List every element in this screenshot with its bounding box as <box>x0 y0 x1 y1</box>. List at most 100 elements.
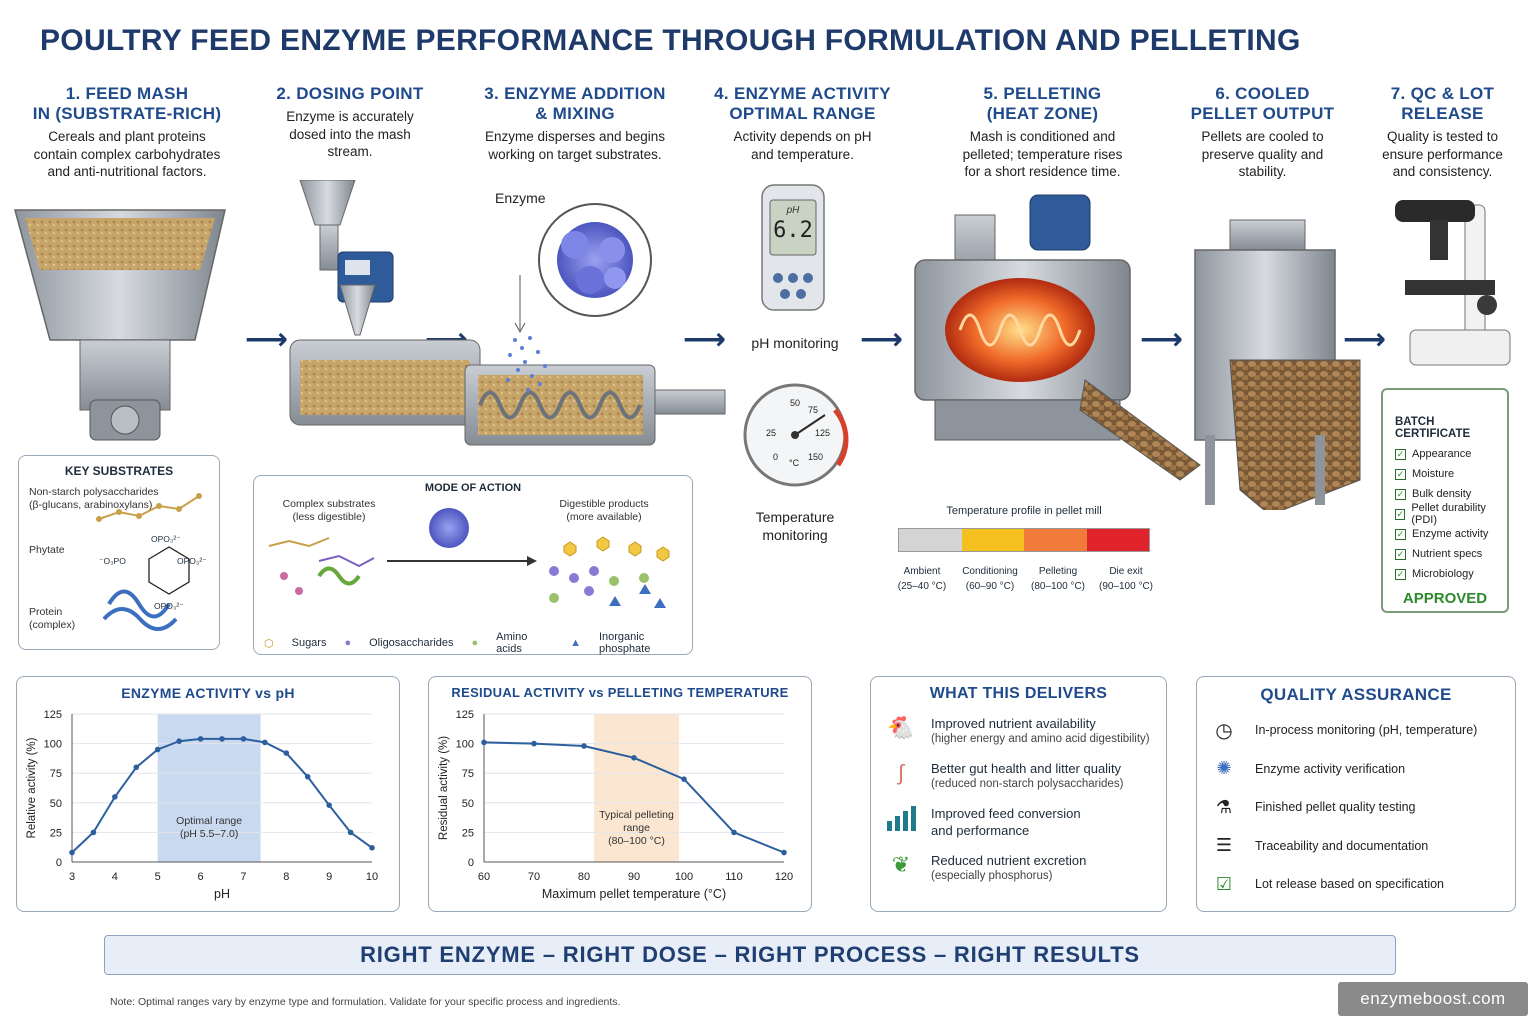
delivers-item: 🐔 Improved nutrient availability(higher … <box>883 715 1166 747</box>
band-label: Typical pelleting <box>599 809 674 821</box>
key-substrates-panel: KEY SUBSTRATES Non-starch polysaccharide… <box>18 455 220 650</box>
optimal-range-band <box>594 714 679 862</box>
pellet-cooler <box>1194 219 1361 510</box>
footnote: Note: Optimal ranges vary by enzyme type… <box>110 996 621 1008</box>
legend-label: Sugars <box>291 637 327 649</box>
qa-item: ◷In-process monitoring (pH, temperature) <box>1211 711 1515 750</box>
certificate-item-label: Microbiology <box>1412 568 1474 580</box>
checkbox-icon: ✓ <box>1395 528 1406 540</box>
clock-icon: ◷ <box>1215 719 1233 742</box>
delivers-main: Improved nutrient availability <box>931 716 1096 731</box>
certificate-item: ✓Bulk density <box>1395 484 1507 504</box>
x-tick-label: 5 <box>155 871 161 883</box>
data-point <box>781 849 787 856</box>
ph-screen-label: pH <box>786 205 800 216</box>
y-tick-label: 50 <box>50 798 62 810</box>
data-point <box>369 844 375 851</box>
legend-label: Oligosaccharides <box>369 637 454 649</box>
moa-title: MODE OF ACTION <box>424 482 522 494</box>
certificate-item-label: Enzyme activity <box>1412 528 1489 540</box>
data-point <box>219 736 225 742</box>
flow-arrow-1: ⟶ <box>245 323 289 356</box>
ph-reading: 6.2 <box>773 218 813 243</box>
x-tick-label: 6 <box>198 871 204 883</box>
hopper-illustration <box>14 209 226 441</box>
legend-label: Inorganic phosphate <box>598 631 651 655</box>
qa-item: ✺ Enzyme activity verification <box>1211 750 1515 789</box>
ph-caption: pH monitoring <box>751 335 839 351</box>
step-3: 3. ENZYME ADDITION& MIXING Enzyme disper… <box>460 84 690 163</box>
x-tick-label: 9 <box>326 871 332 883</box>
x-tick-label: 3 <box>69 871 75 883</box>
oligosaccharide-icon: ● <box>344 637 352 649</box>
delivers-main: Better gut health and litter quality <box>931 761 1122 776</box>
nsp-label: Non-starch polysaccharides(β-glucans, ar… <box>29 486 159 511</box>
temp-zone-label: Pelleting(80–100 °C) <box>1030 566 1086 592</box>
checkbox-icon: ✓ <box>1395 488 1406 500</box>
delivers-title: WHAT THIS DELIVERS <box>929 685 1108 702</box>
sugar-icon: ⬡ <box>264 637 274 650</box>
chart-temp-panel: RESIDUAL ACTIVITY vs PELLETING TEMPERATU… <box>428 676 812 912</box>
x-tick-label: 90 <box>628 871 640 883</box>
x-tick-label: 100 <box>675 871 693 883</box>
delivers-sub: (reduced non-starch polysaccharides) <box>931 778 1124 790</box>
y-tick-label: 50 <box>462 798 474 810</box>
qa-label: Enzyme activity verification <box>1255 761 1406 776</box>
data-point <box>681 776 687 782</box>
y-tick-label: 100 <box>456 739 474 751</box>
x-axis-label: Maximum pellet temperature (°C) <box>542 887 726 901</box>
y-tick-label: 125 <box>44 709 62 721</box>
flow-arrow-3: ⟶ <box>683 323 727 356</box>
checkbox-icon: ✓ <box>1395 448 1406 460</box>
check-icon: ☑ <box>1215 873 1233 894</box>
certificate-item-label: Nutrient specs <box>1412 548 1483 560</box>
x-tick-label: 80 <box>578 871 590 883</box>
qa-title: QUALITY ASSURANCE <box>1260 685 1452 704</box>
thermometer <box>743 383 849 487</box>
thermo-tick: 50 <box>790 398 801 408</box>
data-point <box>262 739 268 746</box>
y-axis-label: Relative activity (%) <box>26 737 38 838</box>
leaf-icon: ❦ <box>891 852 911 877</box>
flow-arrow-6: ⟶ <box>1343 323 1387 356</box>
certificate-item-label: Appearance <box>1412 448 1472 460</box>
key-substrates-title: KEY SUBSTRATES <box>64 464 174 478</box>
phytate-group: ⁻O₃PO <box>99 556 126 566</box>
phytate-label: Phytate <box>29 544 65 556</box>
microscope <box>1395 200 1511 366</box>
certificate-item: ✓Microbiology <box>1395 564 1507 584</box>
page-title: POULTRY FEED ENZYME PERFORMANCE THROUGH … <box>40 24 1301 57</box>
delivers-sub: and performance <box>931 823 1030 838</box>
temp-zone-label: Die exit(90–100 °C) <box>1098 566 1154 592</box>
thermo-unit: °C <box>789 458 800 468</box>
phytate-group: OPO₃²⁻ <box>151 534 181 544</box>
x-tick-label: 110 <box>725 871 743 883</box>
temp-zone-pelleting <box>1024 529 1087 551</box>
moa-right-label: Digestible products(more available) <box>559 498 649 523</box>
legend-label: Amino acids <box>496 631 528 655</box>
batch-certificate: BATCH CERTIFICATE ✓Appearance✓Moisture✓B… <box>1381 388 1509 613</box>
y-tick-label: 0 <box>56 857 62 869</box>
certificate-item: ✓ Enzyme activity <box>1395 524 1507 544</box>
ph-meter <box>761 184 825 311</box>
certificate-item: ✓Pellet durability (PDI) <box>1395 502 1507 526</box>
band-label: (pH 5.5–7.0) <box>180 828 238 840</box>
delivers-sub: (especially phosphorus) <box>931 870 1053 882</box>
x-tick-label: 60 <box>478 871 490 883</box>
checkbox-icon: ✓ <box>1395 508 1406 520</box>
qa-label: Finished pellet quality testing <box>1255 800 1416 815</box>
y-tick-label: 75 <box>462 768 474 780</box>
data-point <box>304 773 311 780</box>
enzyme-icon: ✺ <box>1216 758 1232 779</box>
x-tick-label: 7 <box>240 871 246 883</box>
clipboard-icon: ☰ <box>1215 835 1233 856</box>
moa-left-label: Complex substrates(less digestible) <box>282 498 376 523</box>
temp-zone-label: Conditioning(60–90 °C) <box>962 566 1018 592</box>
